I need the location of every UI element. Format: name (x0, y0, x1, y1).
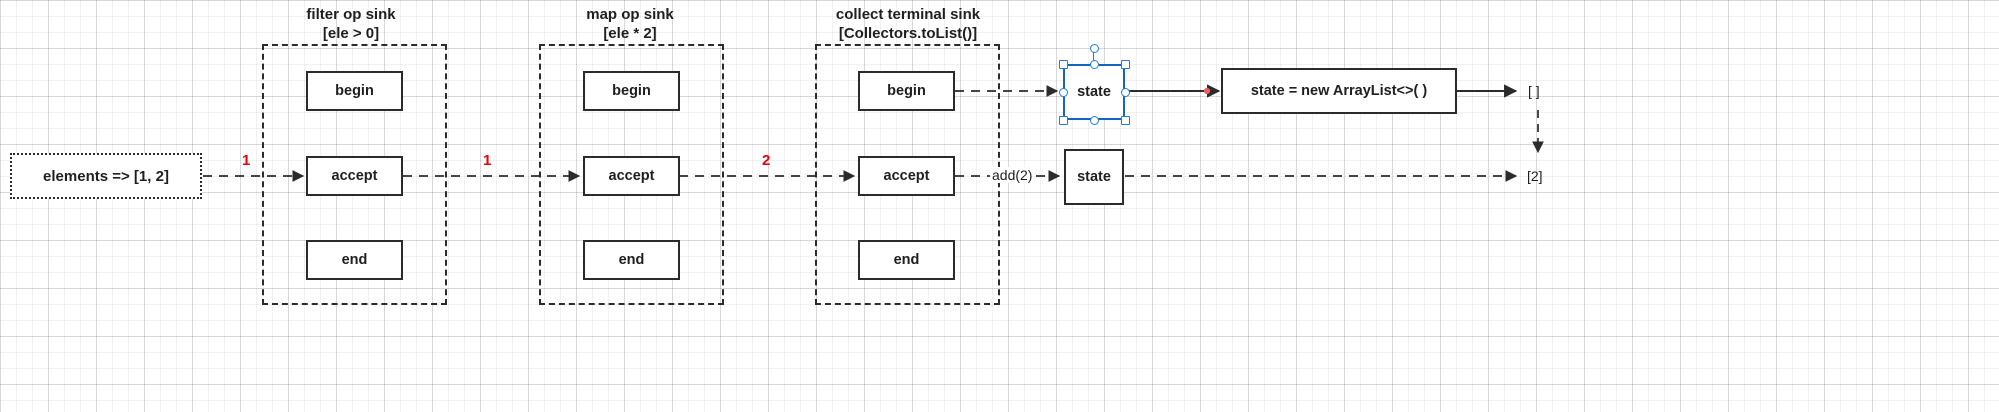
map-op-sink-group[interactable] (539, 44, 724, 305)
rotate-handle-stem (1093, 48, 1095, 64)
connection-handle-n[interactable] (1089, 59, 1099, 69)
filter-op-sink-title-main: filter op sink (306, 6, 396, 23)
map-op-sink-accept[interactable]: accept (583, 156, 680, 196)
collect-terminal-sink-title-main: collect terminal sink (835, 6, 981, 23)
state-node-selected[interactable]: state (1063, 64, 1125, 120)
rotate-handle[interactable] (1089, 43, 1099, 53)
node-label: end (341, 252, 368, 268)
map-op-sink-title-sub: [ele * 2] (603, 25, 657, 42)
map-op-sink-title-main: map op sink (586, 6, 674, 23)
state-node-bottom[interactable]: state (1064, 149, 1124, 205)
resize-handle-nw[interactable] (1058, 59, 1068, 69)
filter-op-sink-accept[interactable]: accept (306, 156, 403, 196)
filter-op-sink-group[interactable] (262, 44, 447, 305)
flow-label-add-2: add(2) (991, 167, 1034, 183)
resize-handle-sw[interactable] (1058, 115, 1068, 125)
connection-handle-w[interactable] (1058, 87, 1068, 97)
node-label: accept (883, 168, 930, 184)
collect-terminal-sink-end[interactable]: end (858, 240, 955, 280)
node-label: accept (331, 168, 378, 184)
arraylist-assignment-box[interactable]: state = new ArrayList<>( ) (1221, 68, 1457, 114)
node-label: begin (612, 83, 651, 99)
connection-handle-e[interactable] (1120, 87, 1130, 97)
collect-terminal-sink-title: collect terminal sink [Collectors.toList… (790, 5, 1026, 43)
source-elements-label: elements => [1, 2] (43, 167, 169, 185)
node-label: state (1077, 84, 1111, 100)
filter-op-sink-begin[interactable]: begin (306, 71, 403, 111)
map-op-sink-end[interactable]: end (583, 240, 680, 280)
flow-label-source-to-filter: 1 (242, 152, 251, 169)
filter-op-sink-title: filter op sink [ele > 0] (255, 5, 447, 43)
edge-endpoint-dot (1203, 87, 1211, 95)
node-label: begin (887, 83, 926, 99)
map-op-sink-title: map op sink [ele * 2] (534, 5, 726, 43)
node-label: end (618, 252, 645, 268)
filter-op-sink-end[interactable]: end (306, 240, 403, 280)
node-label: end (893, 252, 920, 268)
output-result-list: [2] (1527, 168, 1543, 184)
resize-handle-se[interactable] (1120, 115, 1130, 125)
node-label: state (1077, 169, 1111, 185)
node-label: begin (335, 83, 374, 99)
resize-handle-ne[interactable] (1120, 59, 1130, 69)
map-op-sink-begin[interactable]: begin (583, 71, 680, 111)
source-elements-box[interactable]: elements => [1, 2] (10, 153, 202, 199)
collect-terminal-sink-title-sub: [Collectors.toList()] (838, 25, 978, 42)
output-empty-list: [ ] (1528, 83, 1540, 99)
filter-op-sink-title-sub: [ele > 0] (322, 25, 380, 42)
connection-handle-s[interactable] (1089, 115, 1099, 125)
flow-label-map-to-collect: 2 (762, 152, 771, 169)
collect-terminal-sink-begin[interactable]: begin (858, 71, 955, 111)
flow-label-filter-to-map: 1 (483, 152, 492, 169)
arraylist-assignment-label: state = new ArrayList<>( ) (1250, 83, 1428, 99)
collect-terminal-sink-accept[interactable]: accept (858, 156, 955, 196)
node-label: accept (608, 168, 655, 184)
